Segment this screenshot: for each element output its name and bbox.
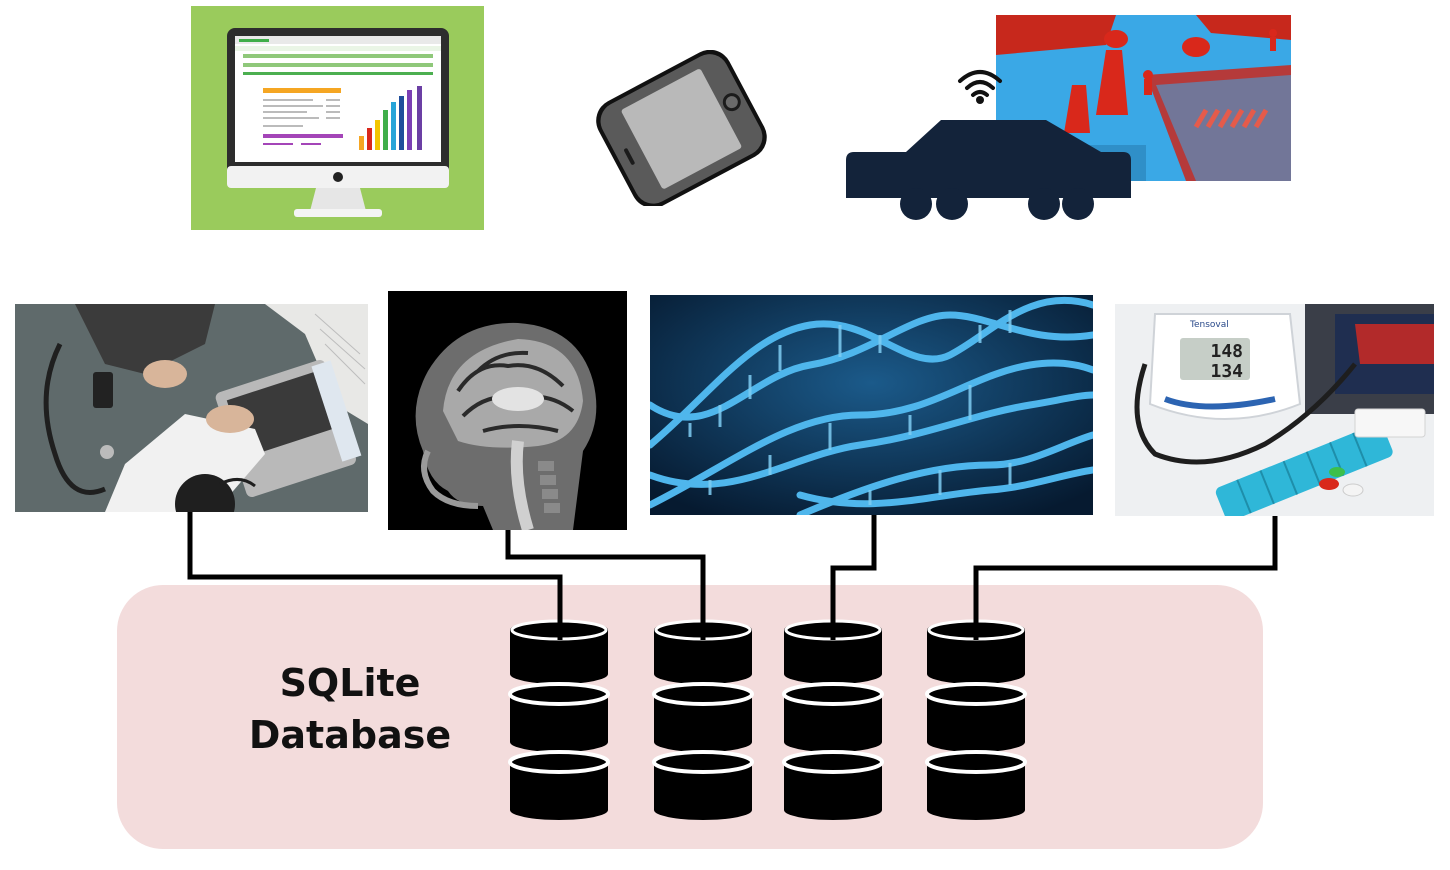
doctor-consultation-photo: [15, 304, 368, 512]
database-label: SQLite Database: [212, 657, 488, 761]
mri-brain-scan-photo: [388, 291, 627, 530]
device-brand: Tensoval: [1189, 320, 1229, 330]
database-label-line1: SQLite: [279, 661, 421, 705]
wifi-icon: [955, 66, 1005, 106]
database-cylinder-icon: [923, 614, 1029, 820]
database-cylinder-icon: [650, 614, 756, 820]
systolic-readout: 148: [1210, 341, 1243, 362]
blood-pressure-monitor-photo: 148 134 Tensoval: [1115, 304, 1434, 516]
database-cylinder-icon: [780, 614, 886, 820]
database-cylinder-icon: [506, 614, 612, 820]
database-label-line2: Database: [248, 713, 452, 757]
connected-car-icon: [846, 118, 1131, 224]
diastolic-readout: 134: [1210, 361, 1243, 382]
spreadsheet-monitor-icon: [191, 6, 484, 230]
smartphone-icon: [580, 50, 782, 206]
dna-helix-photo: [650, 295, 1093, 515]
